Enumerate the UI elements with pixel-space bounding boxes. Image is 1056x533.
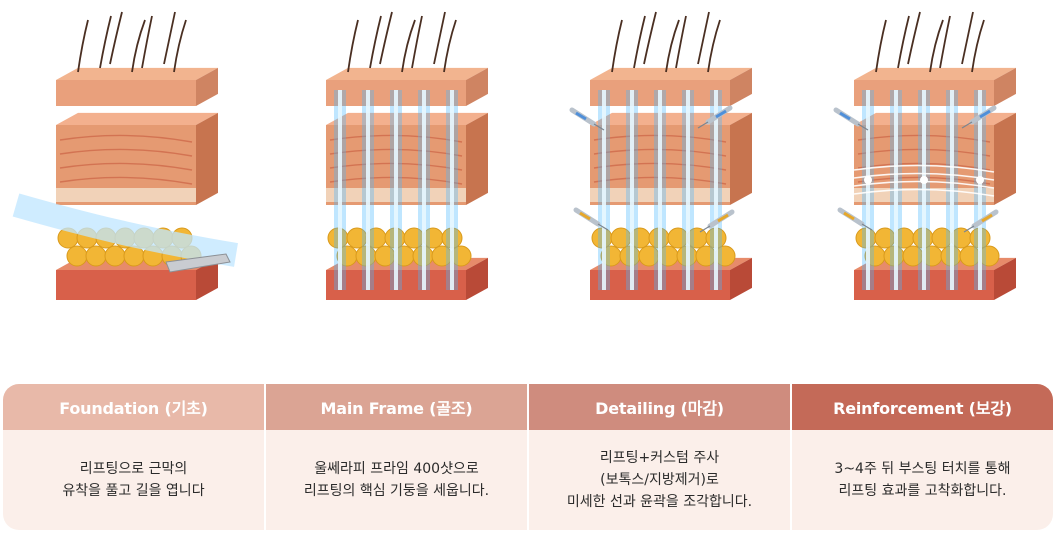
stage-title: Detailing (마감) xyxy=(529,384,790,430)
stage-card-reinforcement: Reinforcement (보강) 3~4주 뒤 부스팅 터치를 통해 리프팅… xyxy=(790,384,1053,530)
stage-title: Foundation (기초) xyxy=(3,384,264,430)
stage-title: Main Frame (골조) xyxy=(266,384,527,430)
stage-cards: Foundation (기초) 리프팅으로 근막의 유착을 풀고 길을 엽니다 … xyxy=(3,384,1053,530)
stage-card-detailing: Detailing (마감) 리프팅+커스텀 주사 (보톡스/지방제거)로 미세… xyxy=(527,384,790,530)
skin-layers-ultrasound-icon xyxy=(0,0,264,380)
description-line: (보톡스/지방제거)로 xyxy=(600,472,719,488)
stage-description: 리프팅으로 근막의 유착을 풀고 길을 엽니다 xyxy=(3,430,264,530)
description-line: 리프팅 효과를 고착화합니다. xyxy=(838,483,1007,499)
description-line: 미세한 선과 윤곽을 조각합니다. xyxy=(566,494,753,510)
description-line: 유착을 풀고 길을 엽니다 xyxy=(62,483,205,499)
skin-layers-reinforced-icon xyxy=(792,0,1056,380)
stage-card-foundation: Foundation (기초) 리프팅으로 근막의 유착을 풀고 길을 엽니다 xyxy=(3,384,264,530)
stage-title: Reinforcement (보강) xyxy=(792,384,1053,430)
description-line: 울쎄라피 프라임 400샷으로 xyxy=(314,461,479,477)
description-line: 리프팅+커스텀 주사 xyxy=(599,450,720,466)
stage-description: 울쎄라피 프라임 400샷으로 리프팅의 핵심 기둥을 세웁니다. xyxy=(266,430,527,530)
description-line: 3~4주 뒤 부스팅 터치를 통해 xyxy=(834,461,1011,477)
description-line: 리프팅의 핵심 기둥을 세웁니다. xyxy=(303,483,490,499)
stage-description: 3~4주 뒤 부스팅 터치를 통해 리프팅 효과를 고착화합니다. xyxy=(792,430,1053,530)
stage-description: 리프팅+커스텀 주사 (보톡스/지방제거)로 미세한 선과 윤곽을 조각합니다. xyxy=(529,430,790,530)
skin-layers-injections-icon xyxy=(528,0,792,380)
description-line: 리프팅으로 근막의 xyxy=(79,461,188,477)
skin-layers-light-pillars-icon xyxy=(264,0,528,380)
stage-card-main-frame: Main Frame (골조) 울쎄라피 프라임 400샷으로 리프팅의 핵심 … xyxy=(264,384,527,530)
illustration-row xyxy=(0,0,1056,380)
